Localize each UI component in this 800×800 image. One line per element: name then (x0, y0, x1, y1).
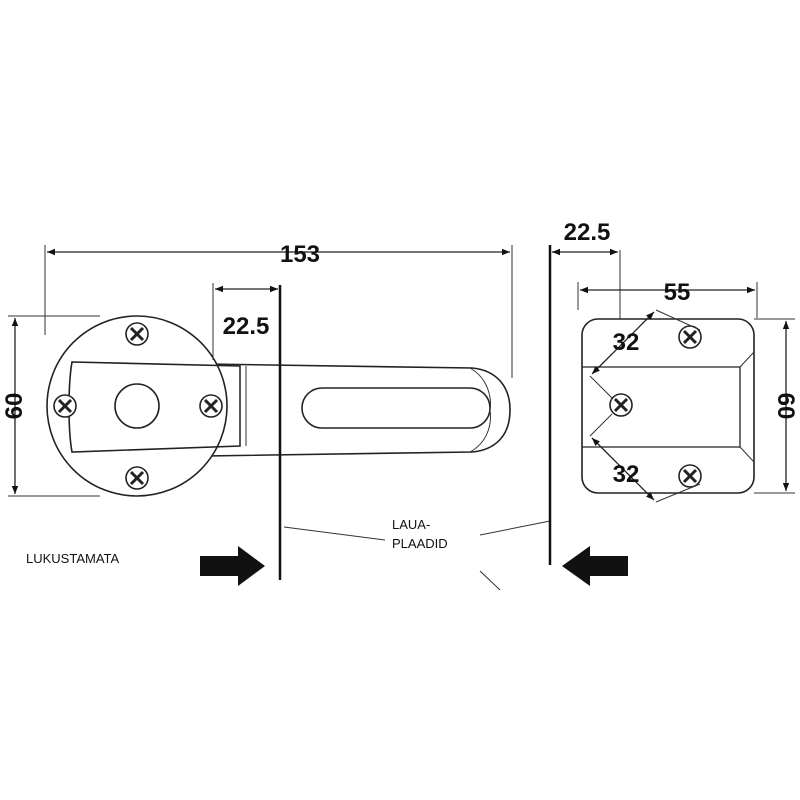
dim-label-55: 55 (664, 279, 691, 306)
dim-label-60-right: 60 (772, 393, 799, 420)
leader-line-right (479, 520, 551, 536)
plates-label-line2: PLAADID (392, 536, 448, 551)
screw-icon (678, 464, 702, 488)
handle-neck (68, 361, 241, 453)
dimension-diagonal-upper: 32 (589, 309, 701, 399)
screw-icon (53, 394, 77, 418)
dim-label-22-5-left: 22.5 (223, 313, 270, 340)
plates-label-line1: LAUA- (392, 517, 430, 532)
screw-icon (125, 322, 149, 346)
dimension-plate-width: 55 (577, 279, 758, 318)
dim-label-153: 153 (280, 241, 320, 268)
leader-line-down (479, 570, 501, 591)
dimension-diagonal-lower: 32 (589, 413, 701, 503)
mode-label: LUKUSTAMATA (26, 551, 120, 566)
dim-label-32-upper: 32 (613, 329, 640, 356)
leader-line-left (283, 526, 386, 541)
dim-label-32-lower: 32 (613, 461, 640, 488)
dim-label-60-left: 60 (1, 393, 28, 420)
screw-icon (678, 325, 702, 349)
dimension-height-right: 60 (754, 318, 799, 494)
screw-icon (125, 466, 149, 490)
back-plate (581, 318, 755, 494)
dimension-offset-left: 22.5 (212, 283, 278, 360)
arrow-right-icon (200, 546, 265, 586)
handle-assembly (46, 315, 511, 497)
dimension-overall-length: 153 (44, 241, 513, 378)
dimension-height-left: 60 (1, 315, 100, 497)
dimension-offset-right: 22.5 (552, 219, 621, 390)
screw-icon (609, 393, 633, 417)
spindle-hole (114, 383, 160, 429)
handle-tip (469, 367, 491, 453)
screw-icon (199, 394, 223, 418)
dim-label-22-5-right: 22.5 (564, 219, 611, 246)
handle-slot (301, 387, 491, 429)
arrow-left-icon (562, 546, 628, 586)
